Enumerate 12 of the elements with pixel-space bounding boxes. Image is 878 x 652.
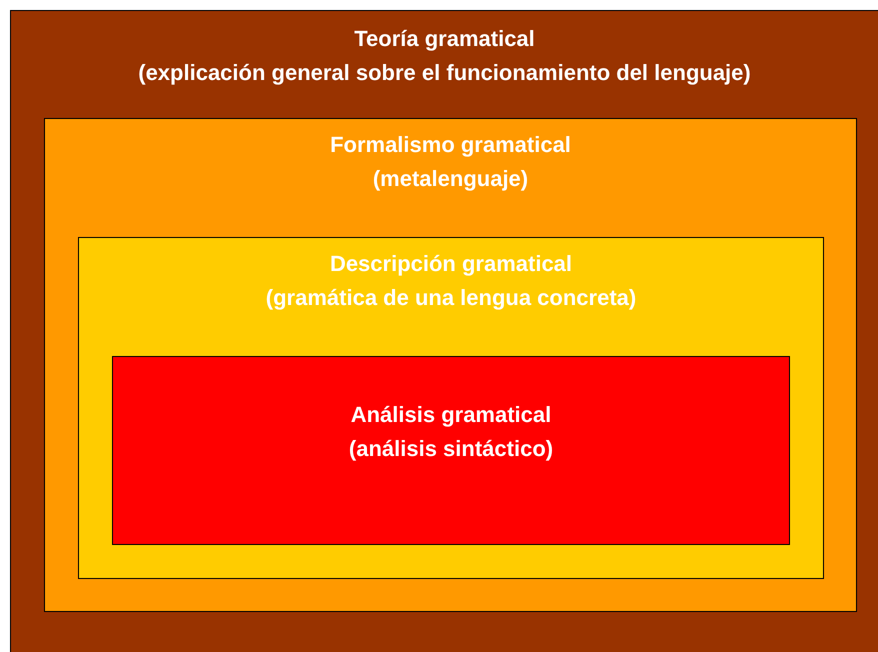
box-subtitle: (metalenguaje): [372, 165, 528, 193]
nested-box: [78, 237, 824, 579]
nested-box: [44, 118, 857, 612]
box-heading: Descripción gramatical: [330, 250, 572, 278]
box-subtitle: (análisis sintáctico): [348, 435, 554, 463]
box-heading: Análisis gramatical: [350, 401, 552, 429]
outer-box: [10, 10, 878, 652]
box-heading: Teoría gramatical: [354, 25, 535, 53]
box-subtitle: (gramática de una lengua concreta): [266, 284, 636, 312]
box-subtitle: (explicación general sobre el funcionamiento del lenguaje): [138, 59, 751, 87]
box-heading: Formalismo gramatical: [330, 131, 571, 159]
inner-box: [112, 356, 790, 545]
